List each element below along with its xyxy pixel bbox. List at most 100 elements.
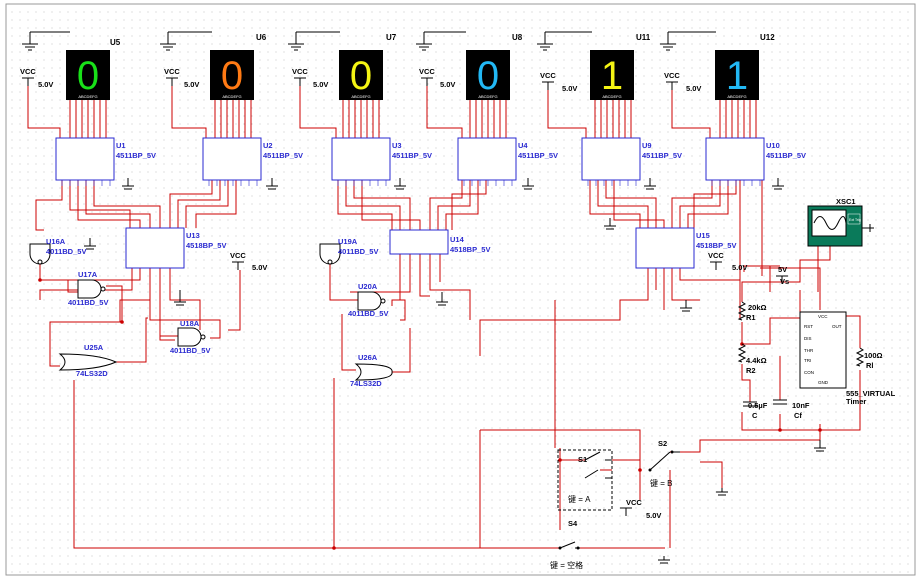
decoder-u3-part: 4511BP_5V — [392, 151, 432, 160]
gate-u20a-symbol[interactable] — [357, 291, 382, 311]
display-digit: 1 — [726, 54, 748, 98]
vcc-value-6: 5.0V — [686, 84, 701, 93]
counter-u13-part: 4518BP_5V — [186, 241, 226, 250]
gate-u26a-part: 74LS32D — [350, 379, 382, 388]
display-digit: 0 — [221, 54, 243, 98]
switch-s2[interactable]: S2 键 = B — [648, 439, 681, 488]
decoder-u10-body[interactable] — [705, 137, 765, 181]
timer-sub: Timer — [846, 397, 866, 406]
display-digit: 0 — [477, 54, 499, 98]
gate-u16a-ref: U16A — [46, 237, 66, 246]
gate-u18a-symbol[interactable] — [177, 327, 202, 347]
timer-pin-thr: THR — [804, 348, 814, 353]
gate-u26a-symbol[interactable] — [354, 363, 393, 381]
vcc-label-6: VCC — [664, 71, 680, 80]
gate-u26a-ref: U26A — [358, 353, 378, 362]
switch-s1-ref: S1 — [578, 455, 587, 464]
decoder-u4-body[interactable] — [457, 137, 517, 181]
display-ref-u5: U5 — [110, 38, 121, 47]
display-ref-u11: U11 — [636, 33, 651, 42]
gate-u16a-part: 4011BD_5V — [46, 247, 86, 256]
display-u11[interactable]: 1 ABCDEFG — [590, 50, 634, 100]
switch-s4[interactable]: S4 键 = 空格 — [550, 519, 583, 570]
display-u12[interactable]: 1 ABCDEFG — [715, 50, 759, 100]
r1-value: 20kΩ — [748, 303, 767, 312]
counter-u13-ref: U13 — [186, 231, 200, 240]
oscilloscope-xsc1[interactable]: Ext Trig XSC1 — [807, 197, 874, 247]
svg-text:ABCDEFG: ABCDEFG — [727, 94, 746, 99]
decoder-u1-body[interactable] — [55, 137, 115, 181]
counter-u13-body[interactable] — [125, 227, 185, 269]
r1-ref: R1 — [746, 313, 756, 322]
vcc-value-3: 5.0V — [313, 80, 328, 89]
cf-value: 10nF — [792, 401, 810, 410]
vcc-label-7: VCC — [230, 251, 246, 260]
switch-s4-key: 键 = 空格 — [550, 560, 583, 570]
timer-pin-gnd: GND — [818, 380, 829, 385]
r2-ref: R2 — [746, 366, 756, 375]
timer-pin-vcc: VCC — [818, 314, 828, 319]
counter-u14-body[interactable] — [389, 229, 449, 255]
display-u5[interactable]: 0 ABCDEFG — [66, 50, 110, 100]
gate-u19a-part: 4011BD_5V — [338, 247, 378, 256]
switch-s2-key: 键 = B — [650, 478, 672, 488]
resistor-r2[interactable] — [737, 343, 747, 363]
ic-pin-ticks — [61, 180, 761, 186]
gate-u19a-ref: U19A — [338, 237, 358, 246]
timer-pin-con: CON — [804, 370, 814, 375]
vcc-label-3: VCC — [292, 67, 308, 76]
sheet-border — [5, 3, 916, 576]
vcc-label-2: VCC — [164, 67, 180, 76]
gate-u25a-part: 74LS32D — [76, 369, 108, 378]
vcc-label-1: VCC — [20, 67, 36, 76]
gate-u20a-part: 4011BD_5V — [348, 309, 388, 318]
timer-555[interactable]: VCC RST DIS THR TRI CON OUT GND 555_VIRT… — [799, 311, 896, 406]
vcc-value-4: 5.0V — [440, 80, 455, 89]
display-ref-u8: U8 — [512, 33, 523, 42]
svg-text:ABCDEFG: ABCDEFG — [222, 94, 241, 99]
capacitor-c[interactable] — [743, 401, 757, 407]
display-u7[interactable]: 0 ABCDEFG — [339, 50, 383, 100]
timer-pin-out: OUT — [832, 324, 842, 329]
svg-text:ABCDEFG: ABCDEFG — [602, 94, 621, 99]
display-u8[interactable]: 0 ABCDEFG — [466, 50, 510, 100]
counter-u15-body[interactable] — [635, 227, 695, 269]
display-u6[interactable]: 0 ABCDEFG — [210, 50, 254, 100]
svg-text:ABCDEFG: ABCDEFG — [478, 94, 497, 99]
decoder-u9-part: 4511BP_5V — [642, 151, 682, 160]
decoder-u2-part: 4511BP_5V — [263, 151, 303, 160]
gate-u17a-ref: U17A — [78, 270, 98, 279]
switch-s1-key: 键 = A — [568, 494, 591, 504]
display-digit: 0 — [77, 54, 99, 98]
gate-inversion-bubbles — [37, 259, 386, 340]
display-digit: 1 — [601, 54, 623, 98]
decoder-u2-body[interactable] — [202, 137, 262, 181]
decoder-u4-ref: U4 — [518, 141, 528, 150]
cf-ref: Cf — [794, 411, 802, 420]
gate-u17a-part: 4011BD_5V — [68, 298, 108, 307]
c-value: 0.5µF — [748, 401, 768, 410]
decoder-u9-body[interactable] — [581, 137, 641, 181]
timer-pin-dis: DIS — [804, 336, 812, 341]
rl-ref: Rl — [866, 361, 874, 370]
gate-u17a-symbol[interactable] — [77, 279, 102, 299]
svg-text:ABCDEFG: ABCDEFG — [351, 94, 370, 99]
decoder-u3-body[interactable] — [331, 137, 391, 181]
capacitor-cf[interactable] — [773, 399, 787, 405]
ground-symbols — [22, 31, 826, 564]
timer-pin-rst: RST — [804, 324, 813, 329]
vcc-label-4: VCC — [419, 67, 435, 76]
scope-ext-trig-label: Ext Trig — [849, 218, 861, 222]
vcc-value-9: 5.0V — [646, 511, 661, 520]
timer-pin-tri: TRI — [804, 358, 811, 363]
supply-5v-value: 5V — [778, 265, 787, 274]
vcc-value-1: 5.0V — [38, 80, 53, 89]
gate-u25a-symbol[interactable] — [58, 353, 118, 371]
decoder-u3-ref: U3 — [392, 141, 402, 150]
resistor-rl[interactable] — [855, 347, 865, 367]
decoder-u4-part: 4511BP_5V — [518, 151, 558, 160]
gate-u18a-part: 4011BD_5V — [170, 346, 210, 355]
resistor-r1[interactable] — [737, 301, 747, 321]
switch-s1[interactable]: S1 键 = A — [557, 449, 613, 511]
